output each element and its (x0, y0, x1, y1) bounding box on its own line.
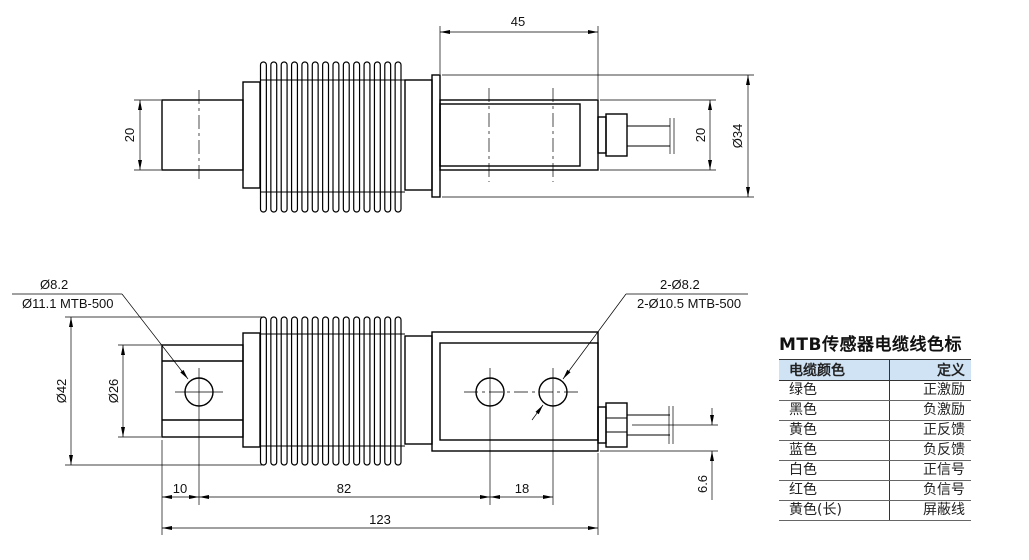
front-housing (431, 331, 599, 452)
dim-82: 82 (337, 481, 351, 496)
top-left-stub (161, 99, 244, 171)
cell-color: 红色 (779, 480, 890, 501)
cooling-fin (342, 316, 350, 466)
front-connector-base (597, 406, 607, 444)
cooling-fin (290, 316, 299, 466)
cell-color: 绿色 (779, 380, 890, 401)
cooling-fin (373, 61, 381, 213)
table-row: 红色负信号 (779, 480, 971, 501)
cooling-fin (259, 316, 267, 466)
cell-color: 黄色 (779, 420, 890, 441)
table-title: MTB传感器电缆线色标 (779, 335, 962, 355)
cell-color: 蓝色 (779, 440, 890, 461)
cooling-fin (290, 61, 299, 213)
front-view: Ø8.2 Ø11.1 MTB-500 2-Ø8.2 2-Ø10.5 MTB-50… (12, 277, 748, 535)
cooling-fin (270, 61, 278, 213)
cell-definition: 正反馈 (889, 420, 971, 441)
top-housing-inner (439, 103, 581, 167)
table-row: 白色正信号 (779, 460, 971, 481)
front-step (242, 332, 261, 448)
cooling-fin (280, 61, 288, 213)
front-housing-inner (439, 342, 599, 441)
cooling-fin (373, 316, 381, 466)
cell-definition: 屏蔽线 (889, 500, 971, 521)
dim-123: 123 (369, 512, 391, 527)
top-flange (431, 74, 441, 198)
cell-color: 白色 (779, 460, 890, 481)
header-cable-color: 电缆颜色 (779, 359, 890, 381)
front-connector-nut (605, 402, 628, 448)
cable-color-table: MTB传感器电缆线色标 电缆颜色 定义 绿色正激励 黑色负激励 黄色正反馈 蓝色… (779, 330, 971, 521)
table-row: 绿色正激励 (779, 380, 971, 401)
top-fins (259, 61, 405, 213)
top-connector-base (597, 116, 607, 154)
cooling-fin (394, 316, 402, 466)
dim-20-right: 20 (693, 128, 708, 142)
cooling-fin (301, 316, 309, 466)
top-step (242, 81, 261, 189)
cooling-fin (384, 61, 392, 213)
cooling-fin (363, 316, 371, 466)
dim-d42: Ø42 (54, 379, 69, 404)
table-row: 黑色负激励 (779, 400, 971, 421)
cooling-fin (394, 61, 402, 213)
cooling-fin (353, 61, 361, 213)
top-cable (627, 118, 675, 154)
dim-6-6: 6.6 (695, 475, 710, 493)
table-row: 黄色(长)屏蔽线 (779, 500, 971, 521)
top-view: 45 20 20 Ø34 (122, 14, 754, 213)
cooling-fin (342, 61, 350, 213)
front-left-block (161, 344, 244, 438)
cooling-fin (322, 61, 330, 213)
cooling-fin (270, 316, 278, 466)
top-housing (439, 99, 599, 171)
front-fins (259, 316, 405, 466)
dim-18: 18 (515, 481, 529, 496)
top-connector-nut (605, 113, 628, 157)
cooling-fin (301, 61, 309, 213)
cooling-fin (332, 316, 340, 466)
table-row: 黄色正反馈 (779, 420, 971, 441)
dim-d26: Ø26 (106, 379, 121, 404)
cell-color: 黄色(长) (779, 500, 890, 521)
dim-20-left: 20 (122, 128, 137, 142)
left-hole-label-secondary: Ø11.1 MTB-500 (22, 296, 114, 311)
cell-definition: 正激励 (889, 380, 971, 401)
cell-definition: 负激励 (889, 400, 971, 421)
cooling-fin (259, 61, 267, 213)
front-neck (404, 335, 433, 445)
dim-d34: Ø34 (730, 124, 745, 149)
dim-45: 45 (511, 14, 525, 29)
table-row: 蓝色负反馈 (779, 440, 971, 461)
cooling-fin (322, 316, 330, 466)
cell-color: 黑色 (779, 400, 890, 421)
left-hole-label-primary: Ø8.2 (40, 277, 68, 292)
right-hole-label-secondary: 2-Ø10.5 MTB-500 (637, 296, 741, 311)
right-hole-label-primary: 2-Ø8.2 (660, 277, 700, 292)
cell-definition: 负反馈 (889, 440, 971, 461)
cell-definition: 正信号 (889, 460, 971, 481)
cooling-fin (332, 61, 340, 213)
cooling-fin (280, 316, 288, 466)
cell-definition: 负信号 (889, 480, 971, 501)
cooling-fin (384, 316, 392, 466)
cooling-fin (311, 61, 319, 213)
cooling-fin (353, 316, 361, 466)
header-definition: 定义 (889, 359, 971, 381)
cooling-fin (311, 316, 319, 466)
top-neck (404, 79, 433, 191)
cooling-fin (363, 61, 371, 213)
dim-10: 10 (173, 481, 187, 496)
